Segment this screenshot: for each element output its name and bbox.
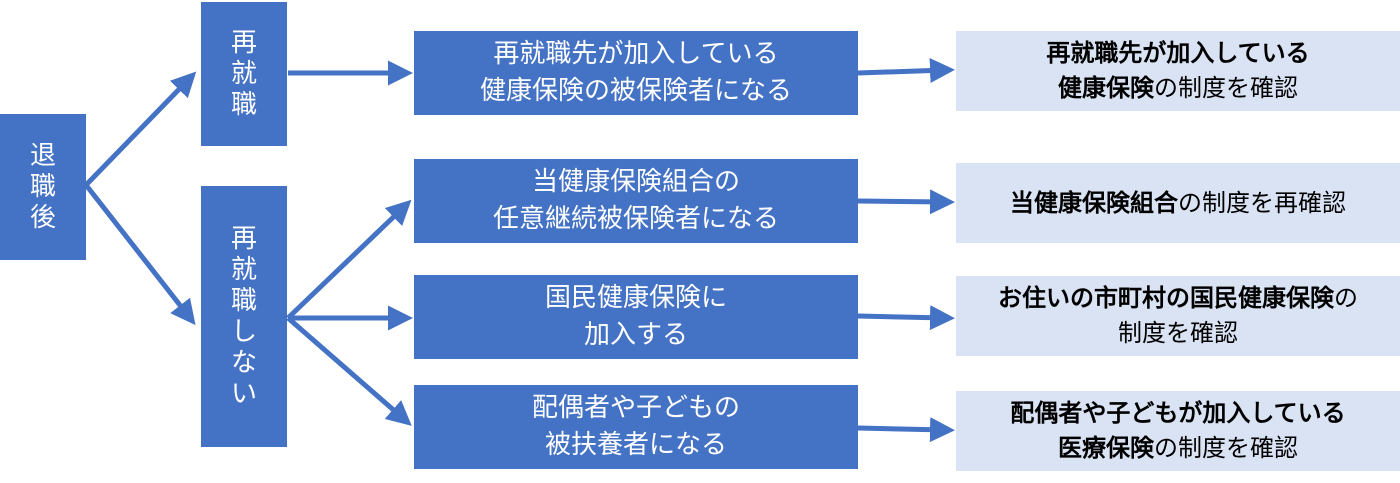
result-2-bold: 当健康保険組合 <box>1010 188 1178 217</box>
node-mid3-label: 国民健康保険に 加入する <box>544 283 727 350</box>
result-4-bold-line1: 配偶者や子どもが加入している <box>1010 399 1346 427</box>
node-no-reemploy: 再 就 職 し な い <box>201 186 287 447</box>
node-reemploy-label: 再 就 職 <box>230 27 257 120</box>
arrow-retire-to-reemploy <box>84 71 197 187</box>
arrow-mid4-to-r4 <box>857 417 955 443</box>
node-mid2: 当健康保険組合の 任意継続被保険者になる <box>414 159 858 243</box>
result-3-bold: お住いの市町村の国民健康保険 <box>998 284 1334 312</box>
result-1-bold-line1: 再就職先が加入している <box>1046 39 1310 67</box>
node-mid1: 再就職先が加入している 健康保険の被保険者になる <box>414 31 858 115</box>
result-1-bold-line2: 健康保険 <box>1058 74 1154 102</box>
arrow-mid2-to-r2 <box>857 189 955 215</box>
node-no-reemploy-label: 再 就 職 し な い <box>230 223 257 409</box>
node-mid3: 国民健康保険に 加入する <box>414 275 858 359</box>
arrow-noreemploy-to-mid4 <box>286 316 412 426</box>
result-box-4: 配偶者や子どもが加入している 医療保険の制度を確認 <box>956 391 1400 471</box>
arrow-noreemploy-to-mid2 <box>286 199 412 320</box>
result-1-rest-line2: の制度を確認 <box>1154 74 1298 102</box>
result-4-bold-line2: 医療保険 <box>1058 434 1154 462</box>
result-box-2: 当健康保険組合の制度を再確認 <box>956 163 1400 243</box>
result-4-rest-line2: の制度を確認 <box>1154 434 1298 462</box>
node-retire-label: 退 職 後 <box>29 140 56 233</box>
result-box-1: 再就職先が加入している 健康保険の制度を確認 <box>956 31 1400 111</box>
arrow-mid3-to-r3 <box>857 305 955 331</box>
arrow-retire-to-no-reemploy <box>84 183 196 326</box>
node-mid4: 配偶者や子どもの 被扶養者になる <box>414 385 858 469</box>
result-2-rest: の制度を再確認 <box>1178 188 1346 217</box>
arrow-mid1-to-r1 <box>857 58 955 84</box>
result-box-3: お住いの市町村の国民健康保険の 制度を確認 <box>956 276 1400 356</box>
node-mid1-label: 再就職先が加入している 健康保険の被保険者になる <box>479 39 792 106</box>
node-mid4-label: 配偶者や子どもの 被扶養者になる <box>531 393 740 460</box>
result-3-line2: 制度を確認 <box>1118 319 1238 347</box>
result-3-rest: の <box>1334 284 1358 312</box>
node-reemploy: 再 就 職 <box>201 2 287 146</box>
node-mid2-label: 当健康保険組合の 任意継続被保険者になる <box>492 167 779 234</box>
node-retire: 退 職 後 <box>0 114 86 260</box>
